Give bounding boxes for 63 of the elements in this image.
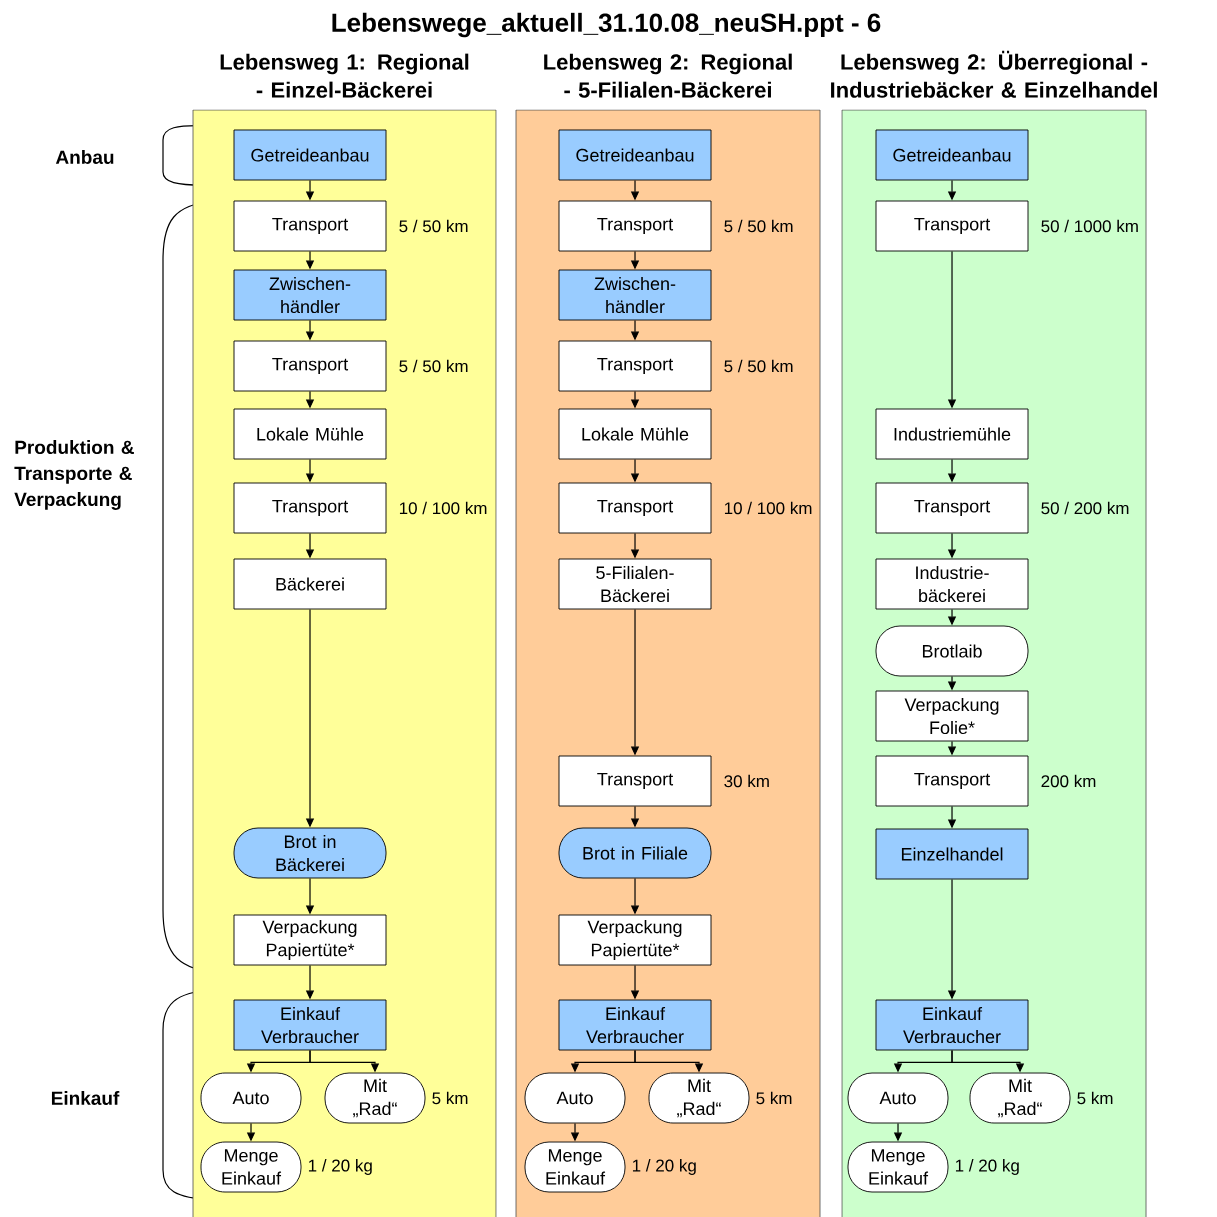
- distance-label: 50 / 1000 km: [1041, 219, 1138, 233]
- distance-label: 5 km: [432, 1091, 468, 1105]
- node-label: Lebensweg 2: Überregional - Industriebäcker & Einzelhandel: [831, 50, 1157, 98]
- process-box: Getreideanbau: [875, 129, 1029, 181]
- pill-box: Brot in Filiale: [558, 827, 712, 879]
- process-box: Transport: [875, 755, 1029, 807]
- distance-label: 1 / 20 kg: [308, 1159, 372, 1175]
- process-box: Industrie- bäckerei: [875, 558, 1029, 610]
- pill-box: Auto: [200, 1072, 302, 1124]
- process-box: Einkauf Verbraucher: [233, 999, 387, 1051]
- process-box: 5-Filialen- Bäckerei: [558, 558, 712, 610]
- distance-label: 5 / 50 km: [724, 219, 793, 233]
- distance-label: 5 / 50 km: [399, 219, 468, 233]
- process-box: Einkauf Verbraucher: [875, 999, 1029, 1051]
- process-box: Einkauf Verbraucher: [558, 999, 712, 1051]
- process-box: Lokale Mühle: [558, 408, 712, 460]
- process-box: Einzelhandel: [875, 828, 1029, 880]
- section-label: Einkauf: [51, 1091, 120, 1105]
- process-box: Transport: [875, 200, 1029, 252]
- process-box: Transport: [233, 340, 387, 392]
- distance-label: 5 / 50 km: [724, 359, 793, 373]
- process-box: Verpackung Papiertüte*: [558, 914, 712, 966]
- process-box: Zwischen- händler: [233, 269, 387, 321]
- distance-label: 5 / 50 km: [399, 359, 468, 373]
- process-box: Transport: [558, 482, 712, 534]
- distance-label: 10 / 100 km: [724, 501, 812, 515]
- distance-label: 10 / 100 km: [399, 501, 487, 515]
- distance-label: 1 / 20 kg: [632, 1159, 696, 1175]
- process-box: Transport: [875, 482, 1029, 534]
- pill-box: Menge Einkauf: [200, 1141, 302, 1193]
- process-box: Transport: [558, 755, 712, 807]
- node-label: Lebensweg 2: Regional - 5-Filialen-Bäckerei: [544, 53, 792, 98]
- distance-label: 200 km: [1041, 774, 1096, 788]
- process-box: Getreideanbau: [558, 129, 712, 181]
- node-label: Lebensweg 1: Regional - Einzel-Bäckerei: [220, 53, 469, 98]
- pill-box: Brotlaib: [875, 625, 1029, 677]
- process-box: Industriemühle: [875, 408, 1029, 460]
- distance-label: 1 / 20 kg: [955, 1159, 1019, 1175]
- section-label: Anbau: [55, 150, 114, 164]
- pill-box: Auto: [847, 1072, 949, 1124]
- pill-box: Mit „Rad“: [648, 1072, 750, 1124]
- pill-box: Brot in Bäckerei: [233, 827, 387, 879]
- process-box: Verpackung Papiertüte*: [233, 914, 387, 966]
- distance-label: 30 km: [724, 774, 769, 788]
- pill-box: Auto: [524, 1072, 626, 1124]
- section-label: Produktion & Transporte & Verpackung: [14, 440, 134, 510]
- process-box: Zwischen- händler: [558, 269, 712, 321]
- process-box: Transport: [558, 200, 712, 252]
- process-box: Transport: [233, 482, 387, 534]
- pill-box: Mit „Rad“: [324, 1072, 426, 1124]
- process-box: Bäckerei: [233, 558, 387, 610]
- distance-label: 50 / 200 km: [1041, 501, 1129, 515]
- distance-label: 5 km: [1077, 1091, 1113, 1105]
- pill-box: Menge Einkauf: [524, 1141, 626, 1193]
- pill-box: Mit „Rad“: [969, 1072, 1071, 1124]
- pill-box: Menge Einkauf: [847, 1141, 949, 1193]
- distance-label: 5 km: [756, 1091, 792, 1105]
- title: Lebenswege_aktuell_31.10.08_neuSH.ppt - 6: [332, 12, 881, 38]
- process-box: Verpackung Folie*: [875, 690, 1029, 742]
- process-box: Transport: [558, 340, 712, 392]
- process-box: Lokale Mühle: [233, 408, 387, 460]
- process-box: Getreideanbau: [233, 129, 387, 181]
- process-box: Transport: [233, 200, 387, 252]
